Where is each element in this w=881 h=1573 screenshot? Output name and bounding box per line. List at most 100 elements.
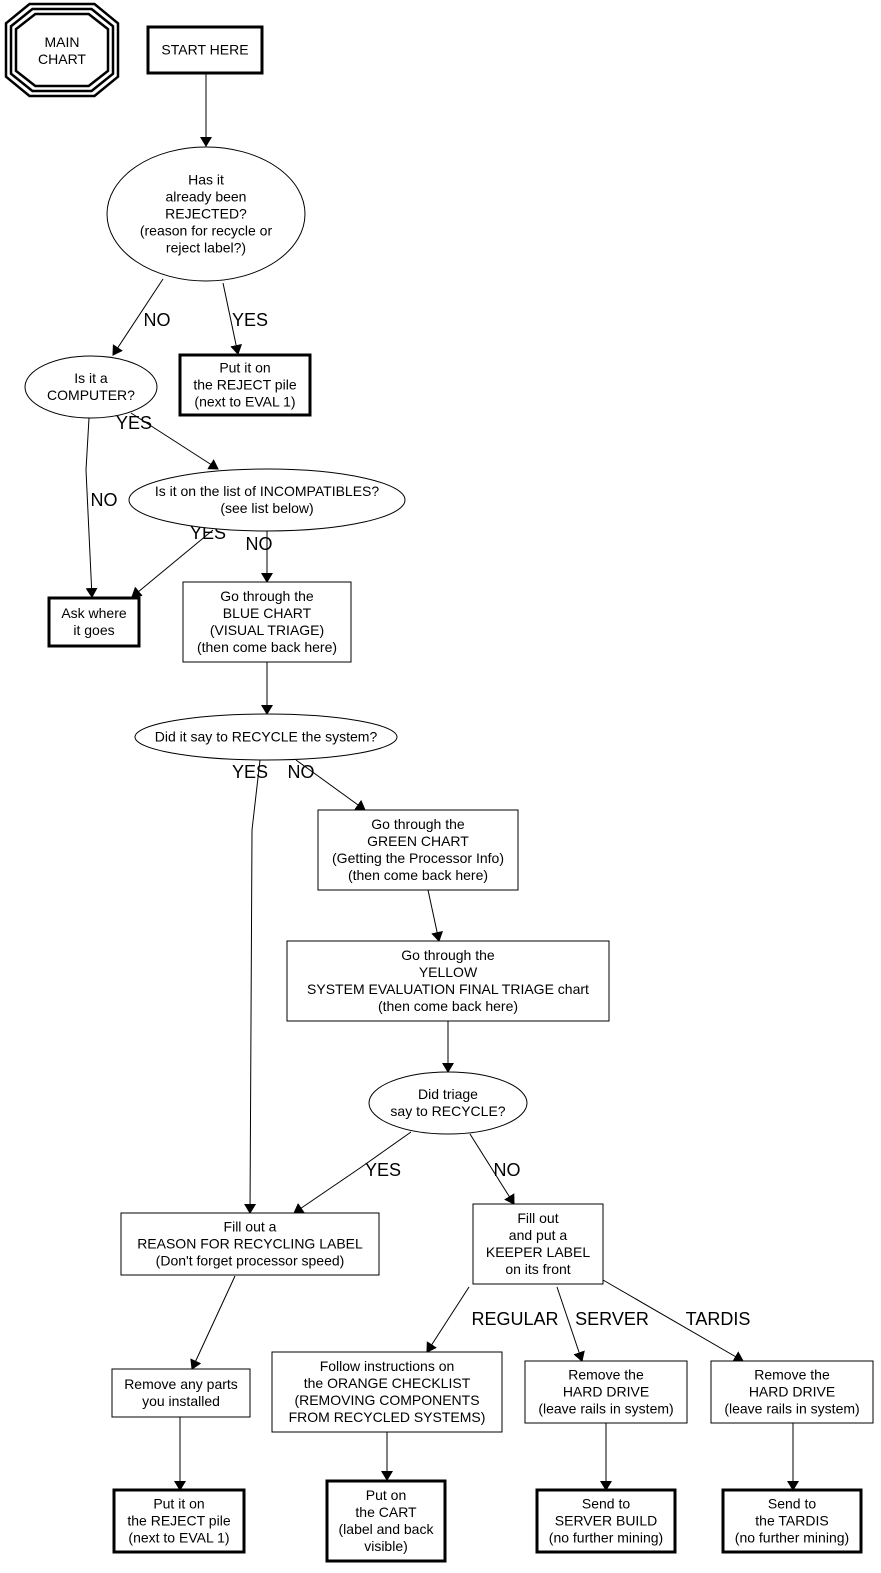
arrow xyxy=(112,278,164,356)
node-text-line: reject label?) xyxy=(166,240,246,256)
node-text-line: START HERE xyxy=(161,42,248,58)
edge-computer_q-to-ask_where: NO xyxy=(85,417,118,598)
edge-label: SERVER xyxy=(575,1309,649,1329)
node-text-line: you installed xyxy=(142,1393,220,1409)
decision-ellipse xyxy=(106,146,306,282)
edge-keeper_label-to-hd_server: SERVER xyxy=(556,1286,649,1362)
edge-label: NO xyxy=(91,490,118,510)
node-text-line: (next to EVAL 1) xyxy=(194,394,295,410)
process-box xyxy=(317,809,519,891)
edge-label: TARDIS xyxy=(686,1309,751,1329)
edge-label: YES xyxy=(116,413,152,433)
arrow xyxy=(556,1286,585,1362)
node-text-line: (reason for recycle or xyxy=(140,223,273,239)
edge-recycle_label-to-remove_parts xyxy=(190,1275,236,1370)
badge-label: MAIN xyxy=(45,34,80,50)
edge-computer_q-to-incompat_q: YES xyxy=(116,412,219,470)
node-text-line: Go through the xyxy=(401,947,495,963)
node-text-line: GREEN CHART xyxy=(367,833,469,849)
node-text-line: (Don't forget processor speed) xyxy=(156,1253,345,1269)
node-incompat-q: Is it on the list of INCOMPATIBLES?(see … xyxy=(128,468,406,532)
node-text-line: Ask where xyxy=(61,605,127,621)
node-text-line: say to RECYCLE? xyxy=(390,1103,505,1119)
node-text-line: the ORANGE CHECKLIST xyxy=(304,1375,471,1391)
edge-label: YES xyxy=(232,310,268,330)
node-text-line: Go through the xyxy=(220,588,314,604)
process-box xyxy=(710,1360,874,1424)
node-text-line: (no further mining) xyxy=(549,1530,663,1546)
node-text-line: (leave rails in system) xyxy=(538,1401,673,1417)
node-text-line: FROM RECYCLED SYSTEMS) xyxy=(289,1409,486,1425)
edge-keeper_label-to-orange_checklist: REGULAR xyxy=(426,1286,559,1353)
terminal-box xyxy=(178,353,312,417)
process-box xyxy=(271,1351,503,1433)
badge-octagon-ring xyxy=(14,12,110,88)
node-text-line: the REJECT pile xyxy=(127,1513,230,1529)
node-text-line: (no further mining) xyxy=(735,1530,849,1546)
node-text-line: (see list below) xyxy=(220,500,313,516)
node-text-line: SYSTEM EVALUATION FINAL TRIAGE chart xyxy=(307,981,589,997)
node-text-line: (REMOVING COMPONENTS xyxy=(294,1392,479,1408)
node-text-line: BLUE CHART xyxy=(223,605,312,621)
process-box xyxy=(286,940,610,1022)
node-recycle-q: Did it say to RECYCLE the system? xyxy=(134,713,398,761)
edge-label: YES xyxy=(232,762,268,782)
arrow xyxy=(85,417,98,598)
node-text-line: Fill out a xyxy=(224,1219,277,1235)
arrow xyxy=(222,282,243,355)
node-text-line: REASON FOR RECYCLING LABEL xyxy=(137,1236,363,1252)
edge-triage_q-to-recycle_label: YES xyxy=(293,1131,412,1214)
arrow xyxy=(293,1131,412,1214)
node-text-line: (Getting the Processor Info) xyxy=(332,850,504,866)
decision-ellipse xyxy=(368,1071,528,1135)
node-text-line: REJECTED? xyxy=(165,206,247,222)
node-text-line: it goes xyxy=(73,622,114,638)
node-text-line: COMPUTER? xyxy=(47,387,135,403)
node-text-line: Remove the xyxy=(568,1367,644,1383)
node-text-line: (label and back xyxy=(339,1521,435,1537)
arrow xyxy=(130,412,219,470)
node-text-line: SERVER BUILD xyxy=(555,1513,657,1529)
terminal-box xyxy=(325,1479,447,1563)
badge-label: CHART xyxy=(38,51,86,67)
arrow xyxy=(602,1279,744,1362)
node-text-line: Fill out xyxy=(517,1210,558,1226)
arrow xyxy=(295,759,366,811)
edge-label: YES xyxy=(365,1160,401,1180)
node-text-line: visible) xyxy=(364,1538,408,1554)
node-text-line: Go through the xyxy=(371,816,465,832)
decision-ellipse xyxy=(24,355,158,419)
edge-triage_q-to-keeper_label: NO xyxy=(469,1133,521,1205)
process-box xyxy=(524,1360,688,1424)
node-text-line: (then come back here) xyxy=(197,639,337,655)
node-text-line: and put a xyxy=(509,1227,568,1243)
node-text-line: Remove the xyxy=(754,1367,830,1383)
terminal-box xyxy=(146,25,264,75)
edge-incompat_q-to-blue_chart: NO xyxy=(246,531,273,583)
node-text-line: Is it a xyxy=(74,370,108,386)
node-text-line: (then come back here) xyxy=(348,867,488,883)
node-text-line: (leave rails in system) xyxy=(724,1401,859,1417)
edge-keeper_label-to-hd_tardis: TARDIS xyxy=(602,1279,751,1362)
node-text-line: Send to xyxy=(768,1496,816,1512)
terminal-box xyxy=(535,1488,677,1554)
edge-label: REGULAR xyxy=(471,1309,558,1329)
node-text-line: YELLOW xyxy=(419,964,478,980)
node-text-line: Follow instructions on xyxy=(320,1358,455,1374)
